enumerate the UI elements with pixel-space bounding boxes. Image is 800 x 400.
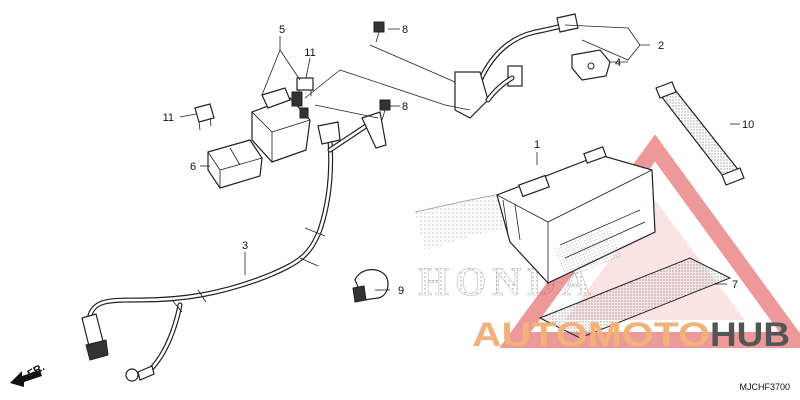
front-arrow-icon bbox=[10, 370, 42, 387]
callout-1: 1 bbox=[534, 139, 540, 151]
front-direction-marker: FR. bbox=[10, 361, 47, 387]
battery bbox=[496, 146, 656, 284]
callout-8-upper: 8 bbox=[402, 24, 408, 36]
callout-6: 6 bbox=[190, 161, 196, 173]
leader-lines bbox=[179, 24, 740, 291]
front-marker-label: FR. bbox=[26, 361, 47, 380]
bolt-lower bbox=[379, 99, 391, 121]
site-watermark: AUTOMOTO HUB bbox=[472, 316, 790, 354]
callout-8-lower: 8 bbox=[402, 101, 408, 113]
terminal-cover bbox=[571, 49, 611, 81]
callout-10: 10 bbox=[742, 119, 754, 131]
callout-2: 2 bbox=[658, 40, 664, 52]
callout-9: 9 bbox=[398, 285, 404, 297]
starter-relay bbox=[251, 87, 311, 163]
diagram-code: MJCHF3700 bbox=[739, 382, 790, 392]
relay-cover bbox=[207, 139, 263, 189]
fuse-left bbox=[194, 103, 215, 131]
bolt-upper bbox=[373, 21, 385, 43]
callout-3: 3 bbox=[242, 240, 248, 252]
sub-harness bbox=[81, 111, 387, 382]
callout-7: 7 bbox=[732, 279, 738, 291]
band-clip bbox=[352, 269, 389, 303]
watermark-text-orange: AUTOMOTO bbox=[472, 316, 710, 354]
battery-positive-cable bbox=[454, 13, 579, 119]
battery-pad bbox=[538, 257, 732, 339]
callout-11-left: 11 bbox=[163, 112, 174, 124]
callout-5: 5 bbox=[279, 24, 285, 36]
main-fuse-upper bbox=[296, 77, 314, 96]
watermark-text-gray: HUB bbox=[710, 316, 790, 354]
battery-band bbox=[655, 81, 745, 186]
callout-4: 4 bbox=[615, 57, 621, 69]
callout-11-upper: 11 bbox=[304, 47, 315, 59]
